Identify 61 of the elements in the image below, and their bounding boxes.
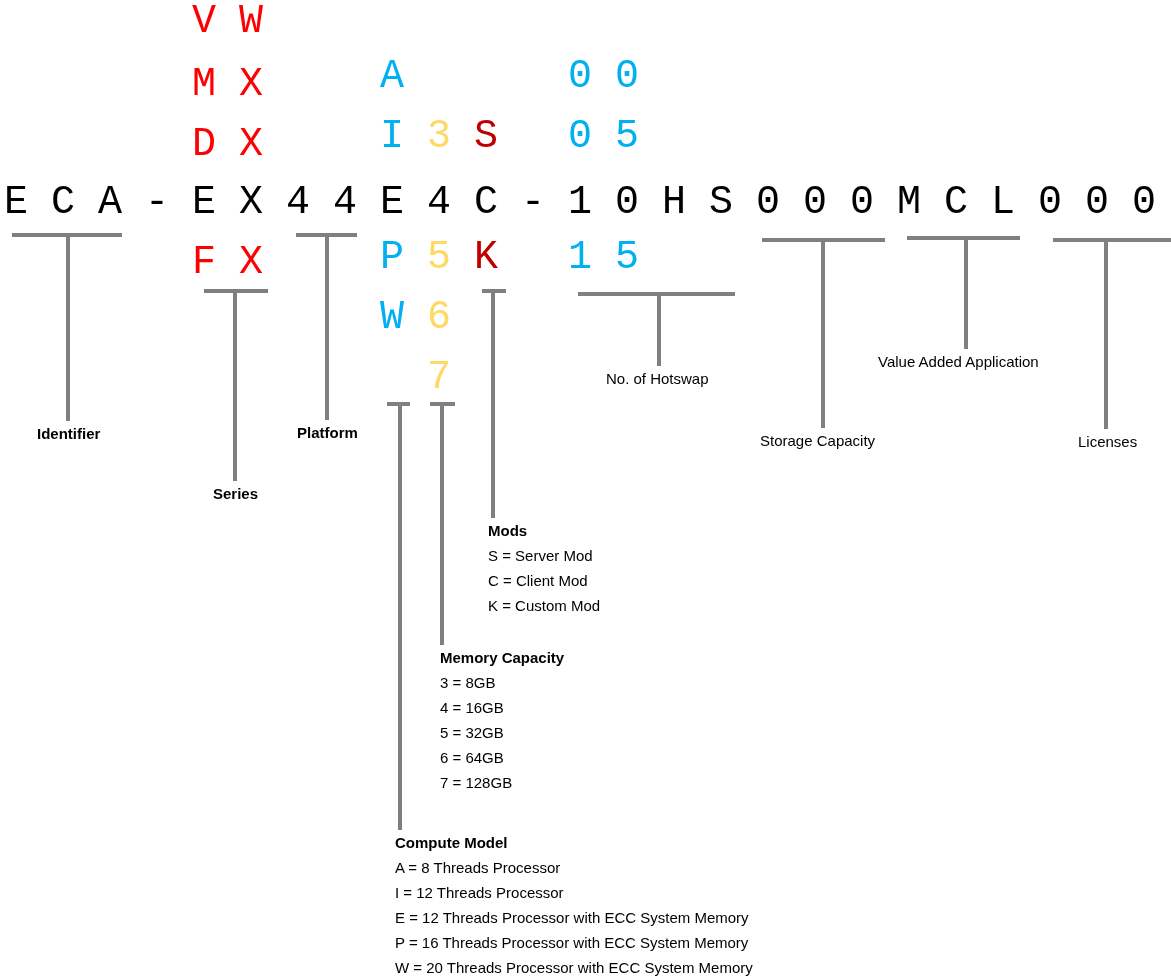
code-description: W = 20 Threads Processor with ECC System Memory — [395, 958, 753, 978]
code-description: 4 = 16GB — [440, 698, 505, 718]
section-heading: Mods — [488, 521, 529, 541]
option-code: 6 — [427, 294, 451, 342]
code-description: 6 = 64GB — [440, 748, 505, 768]
code-description: C = Client Mod — [488, 571, 589, 591]
bracket-bar — [12, 233, 122, 237]
option-code: 3 — [427, 113, 451, 161]
bracket-bar — [762, 238, 885, 242]
leader-line — [657, 296, 661, 366]
section-heading: Memory Capacity — [440, 648, 565, 668]
leader-line — [1104, 242, 1108, 429]
field-label: Licenses — [1078, 432, 1138, 452]
field-label: No. of Hotswap — [606, 369, 709, 389]
leader-line — [964, 240, 968, 349]
leader-line — [398, 406, 402, 830]
option-code: S — [474, 113, 498, 161]
field-label: Value Added Application — [878, 352, 1039, 372]
field-label: Platform — [297, 423, 358, 443]
leader-line — [440, 406, 444, 645]
field-label: Identifier — [37, 424, 101, 444]
code-description: 5 = 32GB — [440, 723, 505, 743]
bracket-bar — [387, 402, 410, 406]
bracket-bar — [204, 289, 268, 293]
leader-line — [821, 242, 825, 428]
leader-line — [233, 293, 237, 481]
section-heading: Compute Model — [395, 833, 509, 853]
bracket-bar — [578, 292, 735, 296]
option-code: 7 — [427, 354, 451, 402]
bracket-bar — [296, 233, 357, 237]
option-code: K — [474, 234, 498, 282]
option-code: 5 — [427, 234, 451, 282]
code-description: 3 = 8GB — [440, 673, 497, 693]
option-code: VW — [192, 0, 263, 46]
field-label: Series — [213, 484, 259, 504]
option-code: A — [380, 53, 404, 101]
bracket-bar — [482, 289, 506, 293]
code-description: 7 = 128GB — [440, 773, 514, 793]
leader-line — [491, 293, 495, 518]
leader-line — [66, 237, 70, 421]
bracket-bar — [430, 402, 455, 406]
option-code: 05 — [568, 113, 639, 161]
option-code: 15 — [568, 234, 639, 282]
code-description: S = Server Mod — [488, 546, 594, 566]
code-description: I = 12 Threads Processor — [395, 883, 565, 903]
option-code: W — [380, 294, 404, 342]
code-description: P = 16 Threads Processor with ECC System Memory — [395, 933, 750, 953]
option-code: FX — [192, 239, 263, 287]
leader-line — [325, 237, 329, 420]
option-code: 00 — [568, 53, 639, 101]
option-code: DX — [192, 121, 263, 169]
field-label: Storage Capacity — [760, 431, 876, 451]
bracket-bar — [907, 236, 1020, 240]
code-description: A = 8 Threads Processor — [395, 858, 562, 878]
code-description: K = Custom Mod — [488, 596, 601, 616]
part-number: ECA-EX44E4C-10HS000MCL000 — [4, 179, 1156, 227]
code-description: E = 12 Threads Processor with ECC System Memory — [395, 908, 750, 928]
option-code: I — [380, 113, 404, 161]
bracket-bar — [1053, 238, 1171, 242]
option-code: P — [380, 234, 404, 282]
option-code: MX — [192, 61, 263, 109]
